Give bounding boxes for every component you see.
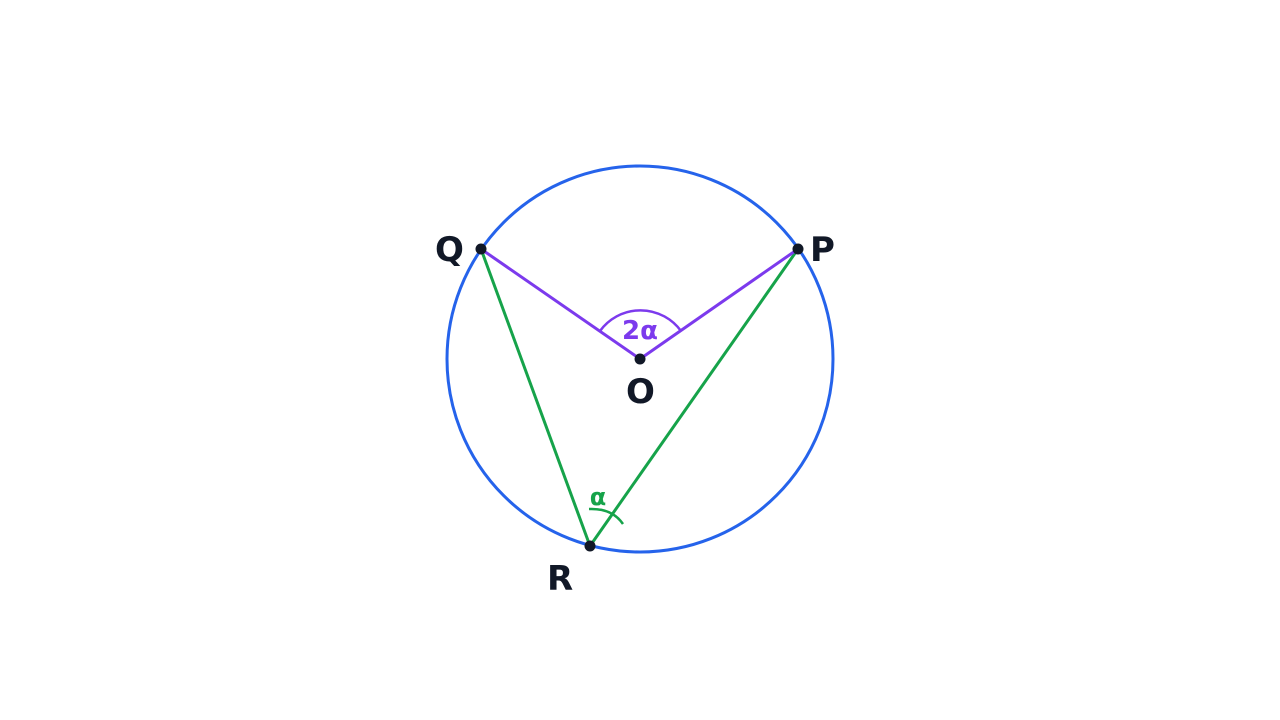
label-o: O bbox=[626, 372, 655, 412]
label-r: R bbox=[547, 559, 573, 599]
point-o bbox=[634, 353, 646, 365]
central-angle-label: 2α bbox=[622, 316, 658, 346]
central-angle-arc bbox=[598, 309, 683, 332]
label-q: Q bbox=[435, 230, 464, 270]
inscribed-angle-label: α bbox=[590, 483, 607, 511]
circle bbox=[445, 164, 835, 554]
point-q bbox=[475, 243, 487, 255]
label-p: P bbox=[810, 230, 835, 270]
point-p bbox=[792, 243, 804, 255]
segment-qr bbox=[479, 248, 592, 547]
point-r bbox=[584, 540, 596, 552]
segment-po bbox=[639, 247, 799, 361]
inscribed-angle-arc bbox=[588, 507, 625, 525]
segment-pr bbox=[588, 248, 800, 547]
segment-qo bbox=[480, 247, 641, 361]
